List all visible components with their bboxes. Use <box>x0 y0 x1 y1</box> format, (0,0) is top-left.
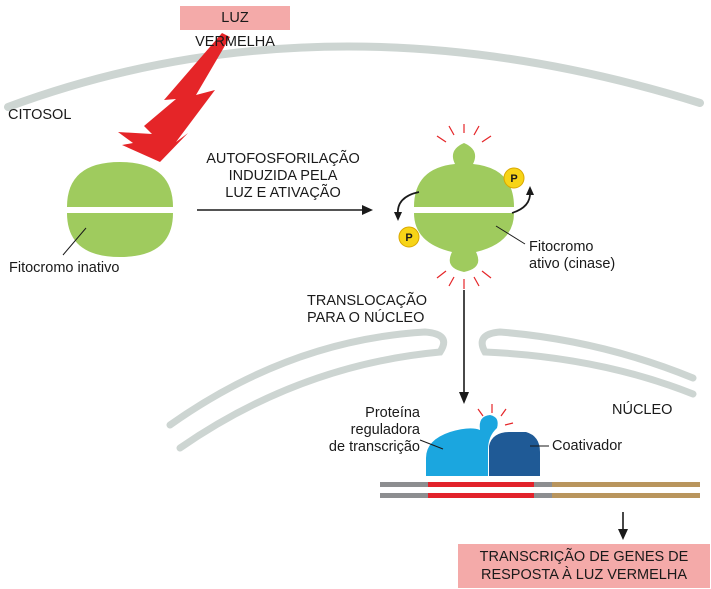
inactive-phytochrome-label: Fitocromo inativo <box>9 260 120 276</box>
red-light-bolt-icon <box>118 33 230 162</box>
gene-transcription-result-box: TRANSCRIÇÃO DE GENES DE RESPOSTA À LUZ V… <box>458 544 710 588</box>
active-phytochrome <box>414 143 514 272</box>
nuclear-envelope <box>166 328 697 452</box>
phosphate-label: P <box>405 232 412 244</box>
inactive-phytochrome <box>67 162 173 257</box>
activation-rays-icon <box>436 124 492 289</box>
cytosol-label: CITOSOL <box>8 107 72 123</box>
inactive-pointer-line <box>62 227 87 256</box>
translocation-arrowhead <box>459 392 469 404</box>
dna-double-strand <box>380 482 700 498</box>
output-arrowhead <box>618 529 628 540</box>
activation-arrowhead <box>362 205 373 215</box>
translocation-step-label: TRANSLOCAÇÃO PARA O NÚCLEO <box>307 293 428 326</box>
regulator-pointer-line <box>419 439 444 450</box>
active-phytochrome-label: Fitocromo ativo (cinase) <box>529 239 616 272</box>
autophosphorylation-step-label: AUTOFOSFORILAÇÃO INDUZIDA PELA LUZ E ATI… <box>206 151 360 201</box>
phosphate-icon: P <box>503 167 525 189</box>
active-pointer-line <box>495 225 526 245</box>
coactivator-protein <box>489 432 540 476</box>
regulator-protein-label: Proteína reguladora de transcrição <box>328 405 420 455</box>
coactivator-label: Coativador <box>552 438 623 454</box>
phosphorylation-arrowhead-right <box>526 186 534 195</box>
nucleus-label: NÚCLEO <box>612 402 673 418</box>
transcription-regulator-protein <box>426 415 498 476</box>
phosphate-label: P <box>510 173 517 185</box>
phosphate-icon: P <box>398 226 420 248</box>
nuclear-activation-rays-icon <box>477 404 514 426</box>
plasma-membrane <box>4 42 704 111</box>
red-light-label: LUZ VERMELHA <box>180 6 290 50</box>
phosphorylation-arrowhead-left <box>394 212 402 221</box>
